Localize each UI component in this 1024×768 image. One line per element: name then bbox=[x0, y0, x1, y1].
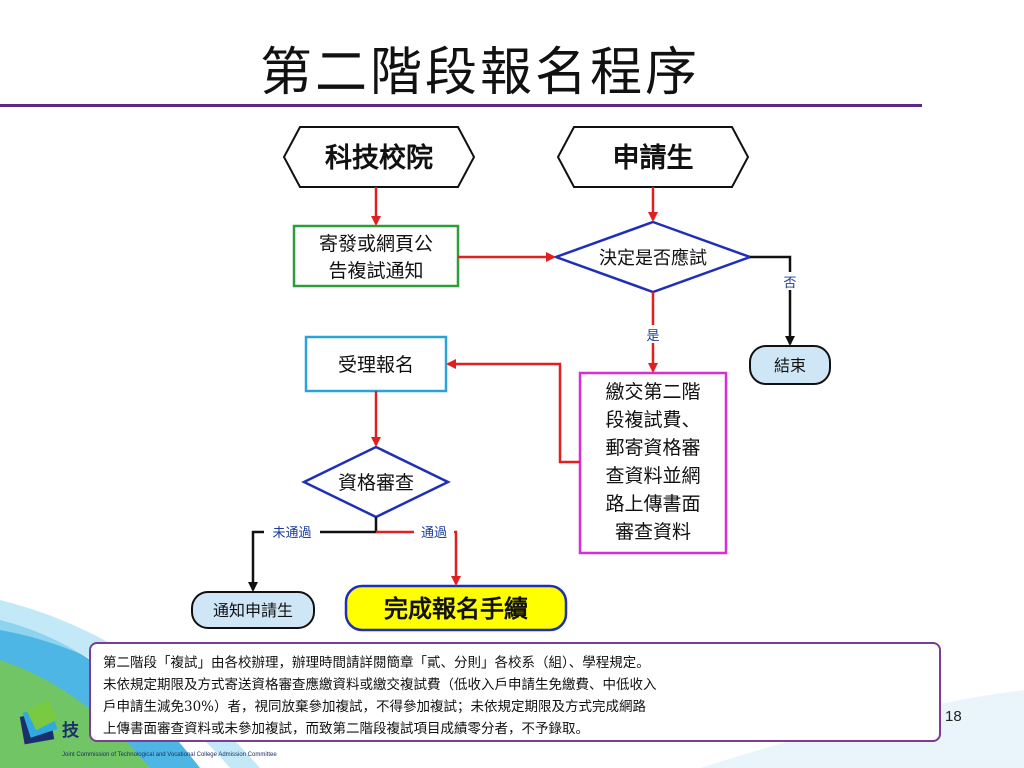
node-school: 科技校院 bbox=[282, 126, 476, 188]
node-pay-line: 段複試費、 bbox=[605, 409, 700, 431]
node-decide-label: 決定是否應試 bbox=[599, 247, 707, 269]
title-divider bbox=[0, 104, 922, 107]
node-pay-line: 查資料並網 bbox=[605, 465, 700, 487]
svg-text:未通過: 未通過 bbox=[272, 526, 311, 541]
edge-label-fail: 未通過 bbox=[264, 524, 320, 541]
logo-subtitle: Joint Commission of Technological and Vo… bbox=[62, 752, 277, 758]
node-review-label: 資格審查 bbox=[338, 472, 414, 494]
edge-label-pass: 通過 bbox=[414, 524, 454, 541]
node-notice-line: 寄發或網頁公 bbox=[319, 233, 433, 255]
node-complete: 完成報名手續 bbox=[344, 584, 568, 632]
node-notice-line: 告複試通知 bbox=[328, 260, 423, 282]
node-notice: 寄發或網頁公 告複試通知 bbox=[292, 224, 460, 288]
node-end: 結束 bbox=[749, 345, 831, 385]
node-applicant-label: 申請生 bbox=[613, 142, 694, 174]
node-accept-label: 受理報名 bbox=[338, 354, 414, 376]
node-pay-line: 郵寄資格審 bbox=[605, 437, 700, 459]
note-line: 第二階段「複試」由各校辦理，辦理時間請詳閱簡章「貳、分則」各校系（組）、學程規定… bbox=[103, 655, 650, 671]
svg-text:否: 否 bbox=[783, 276, 796, 291]
node-notify-label: 通知申請生 bbox=[213, 601, 293, 620]
logo-text: 技 bbox=[62, 721, 79, 740]
node-end-label: 結束 bbox=[774, 356, 806, 375]
svg-text:是: 是 bbox=[646, 329, 659, 344]
node-complete-label: 完成報名手續 bbox=[384, 594, 528, 623]
note-line: 上傳書面審查資料或未參加複試，而致第二階段複試項目成績零分者，不予錄取。 bbox=[103, 721, 589, 737]
note-line: 戶申請生減免30%）者，視同放棄參加複試，不得參加複試；未依規定期限及方式完成網… bbox=[103, 699, 647, 715]
node-pay-line: 審查資料 bbox=[615, 521, 691, 543]
node-accept: 受理報名 bbox=[304, 335, 448, 393]
edge-label-no: 否 bbox=[781, 272, 799, 291]
node-pay-line: 繳交第二階 bbox=[605, 381, 700, 403]
edge-label-yes: 是 bbox=[644, 325, 662, 344]
node-school-label: 科技校院 bbox=[325, 142, 433, 174]
note-box: 第二階段「複試」由各校辦理，辦理時間請詳閱簡章「貳、分則」各校系（組）、學程規定… bbox=[89, 642, 941, 742]
page-title: 第二階段報名程序 bbox=[259, 43, 700, 103]
node-applicant: 申請生 bbox=[556, 126, 750, 188]
node-review: 資格審查 bbox=[301, 445, 451, 519]
node-pay-line: 路上傳書面 bbox=[605, 493, 700, 515]
edge-decide-no bbox=[750, 255, 795, 346]
page-number: 18 bbox=[945, 708, 962, 725]
logo-icon bbox=[19, 700, 58, 745]
node-decide: 決定是否應試 bbox=[552, 220, 754, 294]
node-pay: 繳交第二階 段複試費、 郵寄資格審 查資料並網 路上傳書面 審查資料 bbox=[578, 371, 728, 555]
note-line: 未依規定期限及方式寄送資格審查應繳資料或繳交複試費（低收入戶申請生免繳費、中低收… bbox=[103, 677, 657, 693]
edge-review-pass bbox=[376, 530, 461, 586]
svg-text:通過: 通過 bbox=[421, 526, 447, 541]
node-notify: 通知申請生 bbox=[191, 591, 315, 629]
edge-pay-to-accept bbox=[446, 359, 580, 464]
